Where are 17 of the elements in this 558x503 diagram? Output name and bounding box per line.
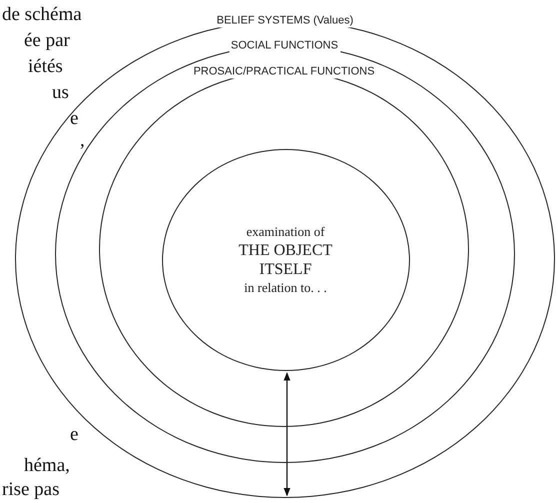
ellipse-text: in relation to. . .	[244, 278, 327, 296]
paragraph-fragment: ée par	[24, 30, 70, 52]
ring-label: BELIEF SYSTEMS (Values)	[214, 14, 356, 28]
ellipse-ring	[162, 148, 410, 370]
ring-label: PROSAIC/PRACTICAL FUNCTIONS	[191, 66, 377, 78]
ellipse-text: examination of	[246, 222, 325, 240]
paragraph-fragment: de schéma	[2, 4, 82, 26]
paragraph-fragment: héma,	[24, 455, 70, 477]
paragraph-fragment: us	[52, 82, 69, 104]
ellipse-text: THE OBJECT ITSELF	[238, 240, 334, 278]
paragraph-fragment: rise pas	[2, 479, 60, 501]
paragraph-fragment: iétés	[28, 56, 63, 78]
double-arrow	[284, 372, 290, 496]
ring-label: SOCIAL FUNCTIONS	[228, 39, 340, 52]
paragraph-fragment: e	[70, 424, 78, 446]
paragraph-fragment: e	[70, 108, 78, 130]
paragraph-fragment: ,	[80, 130, 85, 152]
